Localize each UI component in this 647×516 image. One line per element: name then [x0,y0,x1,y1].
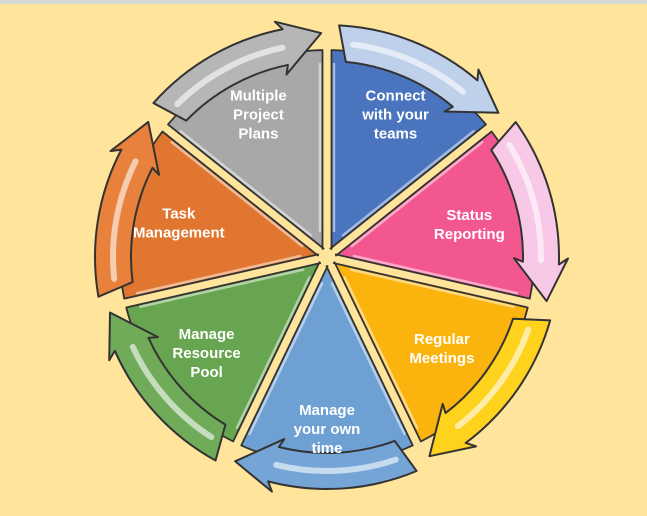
segment-edge-gloss [136,254,302,295]
segment-edge-gloss [352,254,518,295]
segment-edge-gloss [179,129,313,237]
segment-arrow-gloss [174,44,286,108]
segment-edge-gloss [235,276,311,430]
segment-arrow-status-reporting [490,121,569,303]
segment-edge-gloss [350,140,484,248]
segment-arrow-manage-your-own-time [234,438,418,493]
segment-arrow-gloss [506,141,544,264]
segment-edge-gloss [349,268,515,309]
segment-edge-gloss [341,129,475,237]
segment-edge-gloss [139,268,305,309]
segment-edge-gloss [170,140,304,248]
segment-edge-gloss [248,282,324,436]
wheel-arrows [94,20,569,493]
segment-edge-gloss [330,282,406,436]
segment-arrow-gloss [273,456,399,474]
segment-arrow-gloss [110,158,139,282]
segment-arrow-gloss [129,343,215,441]
segment-arrow-gloss [454,326,532,430]
segment-edge-gloss [343,276,419,430]
segment-arrow-gloss [350,41,466,95]
top-window-strip [0,0,647,4]
